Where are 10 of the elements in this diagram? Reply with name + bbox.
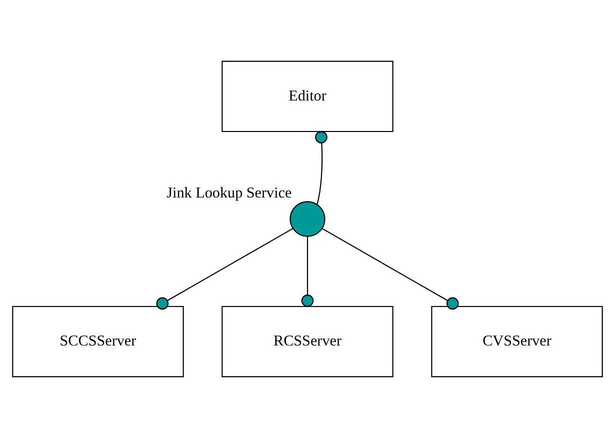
node-box: RCSServer: [222, 306, 394, 378]
connector: [315, 131, 328, 205]
node-box: CVSServer: [431, 306, 603, 378]
node-circle: [290, 201, 326, 237]
node-box: SCCSServer: [12, 306, 184, 378]
connector: [156, 228, 294, 310]
connector: [322, 228, 459, 310]
connector: [301, 236, 314, 307]
node-label: Jink Lookup Service: [166, 186, 292, 202]
node-box: Editor: [222, 60, 394, 132]
